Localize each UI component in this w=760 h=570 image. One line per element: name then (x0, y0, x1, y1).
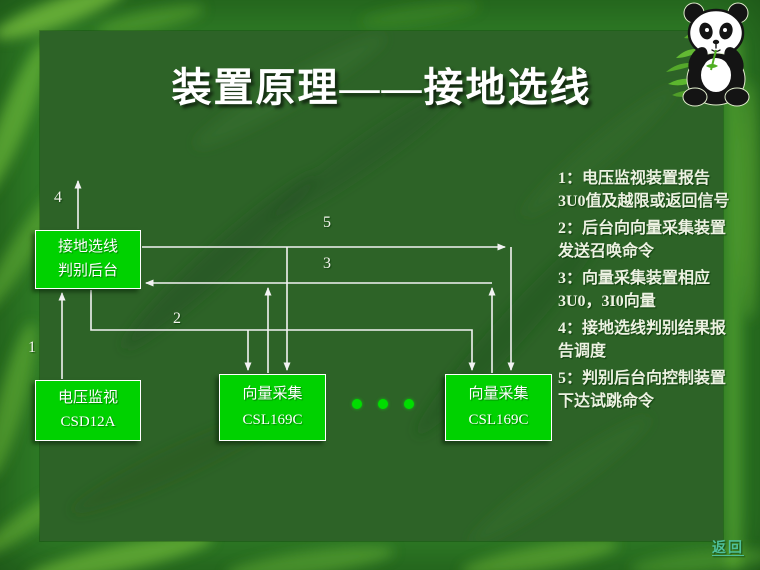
dot (352, 399, 362, 409)
note-item-2: 2：后台向向量采集装置 发送召唤命令 (558, 217, 758, 263)
dot (404, 399, 414, 409)
note-item-1: 1：电压监视装置报告 3U0值及越限或返回信号 (558, 167, 758, 213)
node-line: 电压监视 (57, 389, 118, 406)
node-line: 向量采集 (468, 385, 529, 402)
note-line: 告调度 (558, 343, 607, 360)
node-line: 向量采集 (242, 385, 303, 402)
note-line: 下达试跳命令 (558, 393, 655, 410)
notes-list: 1：电压监视装置报告 3U0值及越限或返回信号 2：后台向向量采集装置 发送召唤… (558, 167, 758, 417)
node-line: 判别后台 (57, 263, 118, 279)
dot (378, 399, 388, 409)
node-line: 接地选线 (57, 239, 118, 255)
return-link[interactable]: 返回 (712, 541, 744, 556)
note-line: 发送召唤命令 (558, 243, 655, 260)
note-item-3: 3：向量采集装置相应 3U0，3I0向量 (558, 267, 758, 313)
note-line: 5：判别后台向控制装置 (558, 370, 727, 387)
arrow-label-1: 1 (28, 339, 36, 356)
node-line: CSL169C (242, 412, 303, 429)
arrow-label-5: 5 (323, 214, 331, 231)
note-line: 1：电压监视装置报告 (558, 170, 711, 187)
note-line: 3U0值及越限或返回信号 (558, 193, 730, 210)
node-backoffice: 接地选线 判别后台 (35, 230, 141, 289)
node-line: CSD12A (60, 414, 116, 431)
note-line: 3U0，3I0向量 (558, 293, 656, 310)
note-line: 4：接地选线判别结果报 (558, 320, 727, 337)
arrow-label-4: 4 (54, 189, 62, 206)
node-vector-acquisition-1: 向量采集 CSL169C (219, 374, 326, 441)
node-vector-acquisition-2: 向量采集 CSL169C (445, 374, 552, 441)
note-line: 3：向量采集装置相应 (558, 270, 711, 287)
node-line: CSL169C (468, 412, 529, 429)
note-item-5: 5：判别后台向控制装置 下达试跳命令 (558, 367, 758, 413)
note-line: 2：后台向向量采集装置 (558, 220, 727, 237)
arrow-label-2: 2 (173, 310, 181, 327)
note-item-4: 4：接地选线判别结果报 告调度 (558, 317, 758, 363)
ellipsis-dots (352, 399, 414, 409)
arrow-label-3: 3 (323, 255, 331, 272)
node-voltage-monitor: 电压监视 CSD12A (35, 380, 141, 441)
slide-title: 装置原理——接地选线 (171, 65, 592, 110)
